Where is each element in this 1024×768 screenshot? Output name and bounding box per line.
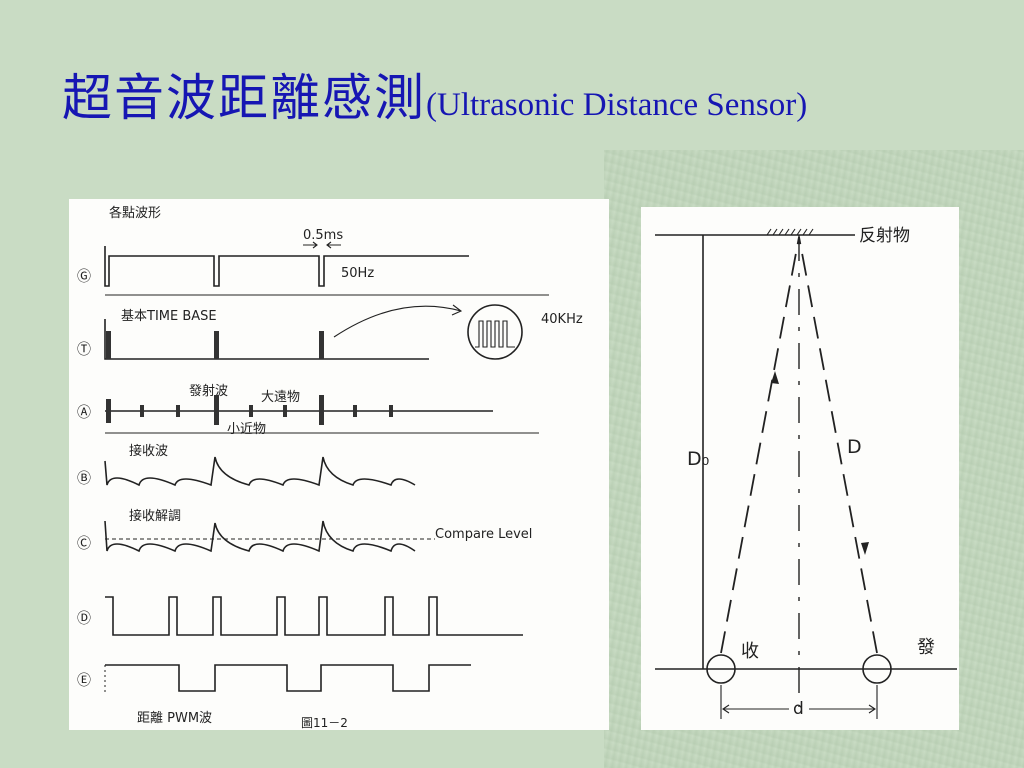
transmit-label: 發 [917, 637, 935, 658]
freq-40khz-label: 40KHz [541, 312, 583, 327]
geometry-panel: 反射物 D₀ D 收 發 d [641, 207, 959, 730]
receive-label: 收 [741, 641, 759, 662]
row-label-g: Ⓖ [77, 269, 91, 285]
receiver-circle [706, 654, 736, 684]
wave-d [105, 596, 523, 636]
wave-e [105, 664, 471, 692]
geometry-diagram: 反射物 D₀ D 收 發 d [655, 226, 957, 719]
reflect-path-right [798, 236, 878, 654]
compare-level-label: Compare Level [435, 527, 532, 542]
zoom-circle [467, 304, 523, 360]
wave-b [104, 456, 416, 487]
arrow-left [771, 371, 779, 384]
freq-50hz-label: 50Hz [341, 266, 374, 281]
distance-d-label: D [847, 436, 862, 458]
pulse-width-arrows [303, 241, 341, 249]
row-label-a: Ⓐ [77, 405, 91, 421]
reflector-label: 反射物 [859, 226, 910, 246]
wave-t-baseline [104, 319, 429, 360]
waveform-panel: 各點波形 Ⓖ 0.5ms 50Hz 基本TIME BASE Ⓣ 40KHz 發射… [69, 199, 609, 730]
transmitter-circle [862, 654, 892, 684]
slide-title: 超音波距離感測 (Ultrasonic Distance Sensor) [62, 58, 807, 138]
zoom-arrow [333, 304, 463, 338]
row-label-d: Ⓓ [77, 611, 91, 627]
burst-t2 [214, 331, 219, 359]
row-label-t: Ⓣ [77, 342, 91, 358]
title-chinese: 超音波距離感測 [62, 69, 426, 127]
far-object-label: 大遠物 [261, 390, 300, 405]
wave-a-bursts [106, 395, 393, 425]
burst-t3 [319, 331, 324, 359]
wave-c [104, 520, 416, 553]
pwm-label: 距離 PWM波 [137, 711, 212, 726]
reflector-hatch [766, 228, 814, 236]
title-english: (Ultrasonic Distance Sensor) [426, 87, 808, 123]
arrow-right [861, 542, 869, 555]
waveform-heading: 各點波形 [109, 205, 161, 221]
pulse-width-label: 0.5ms [303, 228, 343, 243]
time-base-label: 基本TIME BASE [121, 309, 217, 324]
near-object-label: 小近物 [227, 422, 266, 437]
zoom-burst [475, 320, 515, 348]
d0-label: D₀ [687, 448, 709, 470]
figure-label: 圖11－2 [301, 716, 348, 730]
row-label-e: Ⓔ [77, 673, 91, 689]
reflect-path-left [720, 236, 800, 654]
spacing-d-label: d [793, 699, 804, 719]
demod-label: 接收解調 [129, 508, 181, 524]
wave-g [104, 246, 469, 287]
burst-t1 [106, 331, 111, 359]
row-label-b: Ⓑ [77, 471, 91, 487]
emit-wave-label: 發射波 [189, 383, 228, 399]
waveform-diagram: 各點波形 Ⓖ 0.5ms 50Hz 基本TIME BASE Ⓣ 40KHz 發射… [77, 205, 583, 730]
d-dimension-arrows [722, 704, 876, 714]
row-label-c: Ⓒ [77, 536, 91, 552]
receive-wave-label: 接收波 [129, 443, 168, 459]
